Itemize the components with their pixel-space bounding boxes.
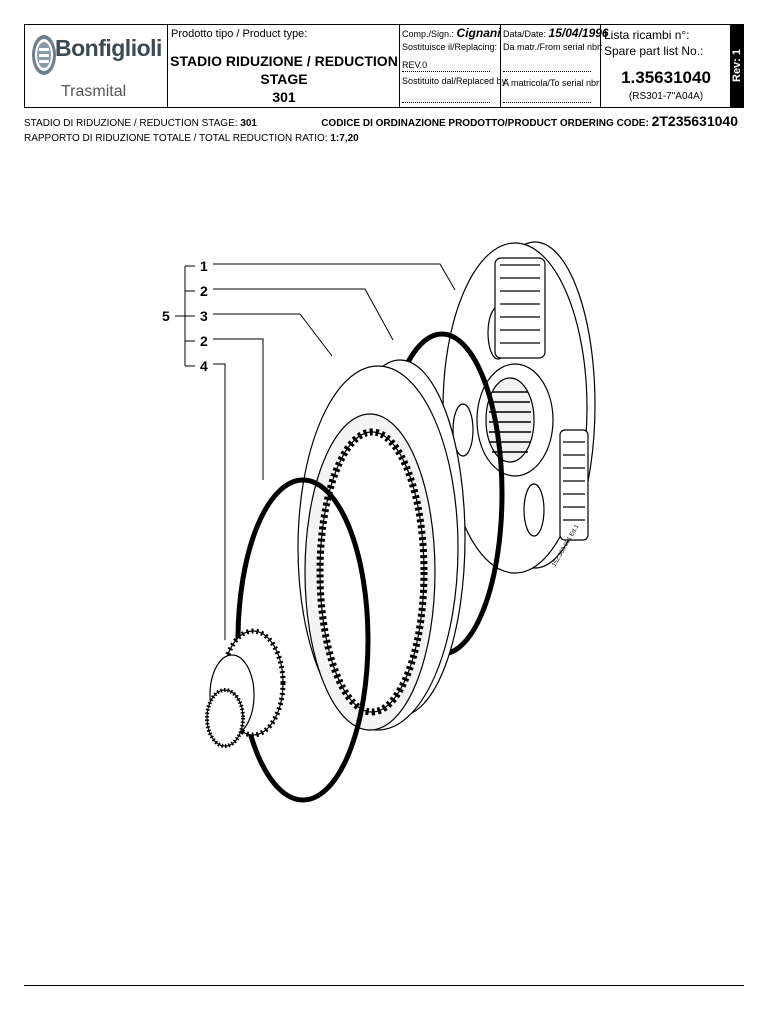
logo-name: Bonfiglioli <box>55 35 162 61</box>
comp-label: Comp./Sign.: <box>402 29 455 39</box>
replacing-line <box>402 70 490 72</box>
product-type-line2: 301 <box>272 89 296 105</box>
planet-carrier <box>442 241 596 574</box>
callout-2a: 2 <box>200 283 208 299</box>
to-serial-label: A matricola/To serial nbr: <box>503 78 602 88</box>
title-block: Bonfiglioli Trasmital Prodotto tipo / Pr… <box>24 24 744 108</box>
comp-value: Cignani <box>456 26 501 40</box>
stage-line: STADIO DI RIDUZIONE / REDUCTION STAGE: 3… <box>24 117 257 130</box>
bonfiglioli-logo-icon <box>32 35 56 75</box>
callout-4: 4 <box>200 358 208 374</box>
to-serial-line <box>503 101 591 103</box>
callout-3: 3 <box>200 308 208 324</box>
sign-cell: Comp./Sign.: Cignani Sostituisce il/Repl… <box>400 25 509 107</box>
spare-code: (RS301-7"A04A) <box>628 91 704 102</box>
stage-value: 301 <box>240 118 257 129</box>
callout-2b: 2 <box>200 333 208 349</box>
ratio-line: RAPPORTO DI RIDUZIONE TOTALE / TOTAL RED… <box>24 132 359 145</box>
leader-3 <box>213 313 333 357</box>
rev-cell: Rev: 1 <box>731 25 744 107</box>
product-type-cell: Prodotto tipo / Product type: STADIO RID… <box>168 25 400 107</box>
replaced-label: Sostituito dal/Replaced by: <box>402 76 509 86</box>
from-serial-line <box>503 70 591 72</box>
footer-rule <box>24 985 744 986</box>
ordering-value: 2T235631040 <box>651 113 738 129</box>
leader-2b <box>213 338 264 480</box>
logo-sub: Trasmital <box>61 83 127 100</box>
leader-1 <box>213 263 456 291</box>
leader-4 <box>213 363 226 640</box>
ordering-label: CODICE DI ORDINAZIONE PRODOTTO/PRODUCT O… <box>321 118 649 129</box>
stage-label: STADIO DI RIDUZIONE / REDUCTION STAGE: <box>24 118 238 129</box>
date-row: Data/Date: 15/04/1996 <box>503 26 609 40</box>
date-label: Data/Date: <box>503 29 547 39</box>
replaced-line <box>402 101 490 103</box>
callout-5: 5 <box>162 308 170 324</box>
product-type-label: Prodotto tipo / Product type: <box>171 28 308 40</box>
ratio-label: RAPPORTO DI RIDUZIONE TOTALE / TOTAL RED… <box>24 133 328 144</box>
spare-label-1: Lista ricambi n°: <box>604 28 690 42</box>
ring-gear <box>297 359 466 731</box>
ratio-value: 1:7,20 <box>330 133 359 144</box>
leader-2a <box>213 288 394 341</box>
callout-1: 1 <box>200 258 208 274</box>
logo-cell: Bonfiglioli Trasmital <box>25 25 168 107</box>
date-value: 15/04/1996 <box>548 26 609 40</box>
from-serial-label: Da matr./From serial nbr: <box>503 42 603 52</box>
product-type-value: STADIO RIDUZIONE / REDUCTION STAGE 301 <box>168 52 400 106</box>
spare-label-2: Spare part list No.: <box>604 44 704 58</box>
sun-gear <box>205 628 286 748</box>
replacing-label: Sostituisce il/Replacing: <box>402 42 498 52</box>
spare-list-cell: Lista ricambi n°: Spare part list No.: 1… <box>601 25 731 107</box>
product-type-line1: STADIO RIDUZIONE / REDUCTION STAGE <box>170 53 398 87</box>
ordering-line: CODICE DI ORDINAZIONE PRODOTTO/PRODUCT O… <box>321 113 738 130</box>
comp-row: Comp./Sign.: Cignani <box>402 26 501 40</box>
rev-label: REV.0 <box>402 60 428 70</box>
spare-number: 1.35631040 <box>621 68 711 87</box>
date-cell: Data/Date: 15/04/1996 Da matr./From seri… <box>501 25 609 107</box>
